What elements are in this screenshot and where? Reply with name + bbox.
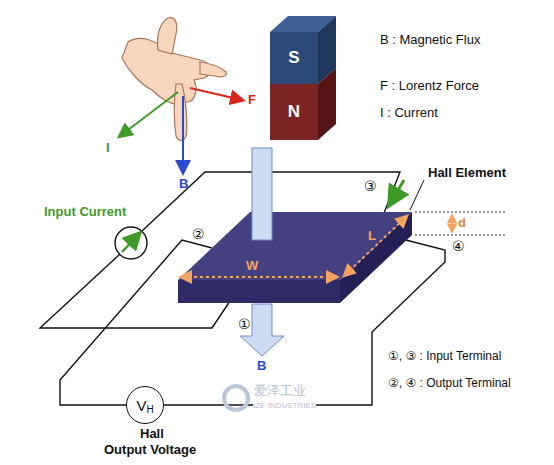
watermark-logo: [224, 386, 248, 410]
hall-element: [178, 212, 412, 303]
node-text: H: [146, 404, 153, 415]
node-text: V: [136, 397, 146, 414]
ammeter-needle: [122, 234, 139, 252]
thickness-dimension: [415, 212, 505, 235]
axis-label: I: [106, 140, 110, 156]
magnet-pole: S: [270, 32, 318, 84]
signal-name: Hall: [140, 426, 164, 442]
axis-label: B: [257, 358, 266, 374]
signal-name: Output Voltage: [104, 442, 196, 458]
node-text: S: [288, 48, 299, 68]
length-dimension: [345, 217, 406, 275]
magnet-pole: N: [270, 84, 318, 140]
magnet: [270, 16, 336, 140]
ammeter: [115, 227, 147, 259]
width-dimension: [182, 276, 336, 278]
voltmeter: VH: [126, 386, 164, 424]
flux-shaft: [252, 148, 272, 240]
callout-number: ④: [452, 238, 465, 255]
force-arrow: [190, 88, 242, 100]
flux-arrow: [182, 96, 184, 172]
axis-label: F: [248, 92, 256, 108]
dimension: W: [246, 258, 258, 274]
axis-label: B: [179, 176, 188, 192]
part-name: Hall Element: [428, 165, 506, 181]
callout-number: ③: [364, 178, 377, 195]
thickness-arrow: [451, 216, 453, 231]
circuit-wires: [40, 172, 445, 405]
dimension: d: [458, 215, 466, 231]
signal-name: Input Current: [44, 204, 126, 220]
input-current-arrow: [390, 180, 404, 204]
watermark: 爱泽工业: [254, 383, 306, 399]
note: ①, ③ : Input Terminal: [388, 349, 501, 363]
dimension: L: [368, 228, 376, 244]
note: ②, ④ : Output Terminal: [388, 376, 511, 390]
node-text: N: [288, 102, 300, 122]
leader-line: [410, 180, 424, 210]
legend-text: B : Magnetic Flux: [380, 32, 480, 48]
callout-number: ①: [238, 316, 251, 333]
watermark: IZE INDUSTRIES: [253, 401, 316, 411]
legend-text: I : Current: [380, 105, 438, 121]
callout-number: ②: [192, 226, 205, 243]
legend-text: F : Lorentz Force: [380, 78, 479, 94]
current-arrow: [120, 92, 178, 136]
